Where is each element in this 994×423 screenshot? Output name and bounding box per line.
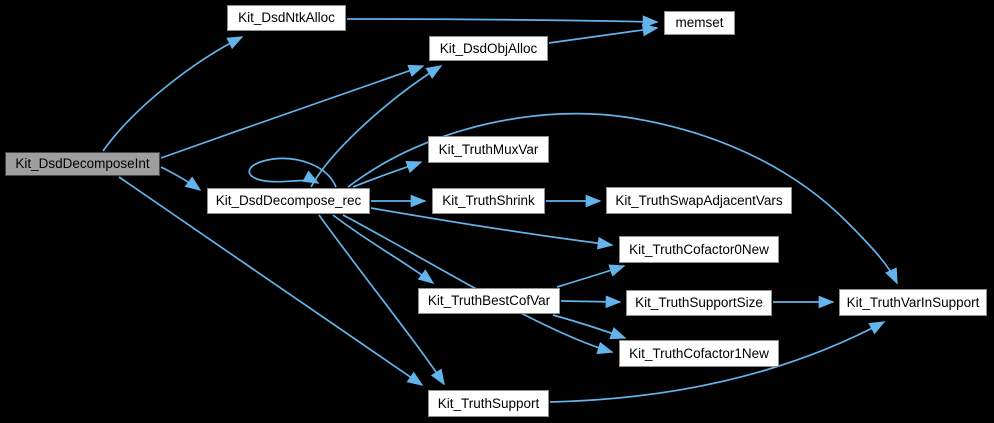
edge-bestcofvar-cofactor0 — [556, 264, 626, 288]
node-kit-dsdntkalloc[interactable]: Kit_DsdNtkAlloc — [227, 5, 346, 31]
edge-decomposerec-muxvar — [352, 160, 423, 188]
node-kit-truthcofactor1new[interactable]: Kit_TruthCofactor1New — [619, 340, 779, 367]
edge-decomposerec-bestcofvar — [332, 214, 435, 284]
node-kit-truthvarinsupport[interactable]: Kit_TruthVarInSupport — [839, 289, 987, 316]
node-kit-truthcofactor0new[interactable]: Kit_TruthCofactor0New — [619, 236, 779, 263]
node-kit-truthmuxvar[interactable]: Kit_TruthMuxVar — [428, 136, 549, 163]
node-kit-truthbestcofvar[interactable]: Kit_TruthBestCofVar — [418, 288, 560, 314]
node-kit-dsddecompose-rec[interactable]: Kit_DsdDecompose_rec — [207, 188, 370, 214]
edge-ntkalloc-memset — [346, 15, 659, 29]
edge-decomposerec-varinsupport — [347, 112, 898, 285]
edge-decomposerec-objalloc — [310, 65, 443, 188]
edge-decomposerec-truthsupport — [318, 214, 445, 386]
node-kit-dsdobjalloc[interactable]: Kit_DsdObjAlloc — [429, 36, 548, 61]
node-memset[interactable]: memset — [664, 11, 735, 35]
edge-objalloc-memset — [548, 23, 659, 44]
edge-decomposeint-truthsupport — [118, 176, 424, 386]
node-kit-truthswapadjacentvars[interactable]: Kit_TruthSwapAdjacentVars — [606, 187, 792, 214]
edge-truthsupport-varinsupport — [549, 321, 886, 403]
node-kit-dsddecomposeint[interactable]: Kit_DsdDecomposeInt — [5, 152, 160, 176]
node-kit-truthsupport[interactable]: Kit_TruthSupport — [428, 390, 549, 417]
edge-decomposerec-cofactor0 — [370, 207, 614, 250]
edge-bestcofvar-cofactor1 — [552, 314, 627, 340]
node-kit-truthshrink[interactable]: Kit_TruthShrink — [432, 188, 545, 214]
edge-decomposerec-selfloop — [248, 157, 337, 188]
edge-bestcofvar-supportsize — [560, 295, 622, 309]
node-kit-truthsupportsize[interactable]: Kit_TruthSupportSize — [626, 290, 772, 316]
edge-decomposeint-ntkalloc — [102, 36, 244, 152]
edge-decomposeint-decomposerec — [160, 166, 202, 191]
edge-decomposeint-objalloc — [160, 64, 425, 159]
edge-decomposerec-cofactor1 — [342, 214, 614, 355]
